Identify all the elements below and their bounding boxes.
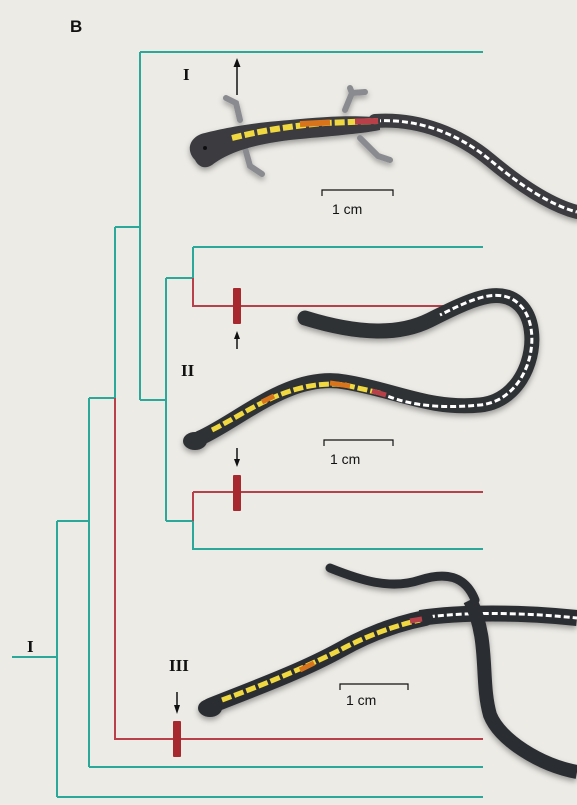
tail-stripe — [375, 121, 577, 212]
panel-label: B — [70, 17, 82, 36]
clade-label-lower: III — [169, 656, 189, 675]
clade-label-middle: II — [181, 361, 195, 380]
tree-branch — [115, 227, 140, 398]
scale-bar-label: 1 cm — [332, 201, 362, 217]
down-arrow-icon — [234, 448, 240, 467]
tree-branch — [166, 278, 193, 521]
scale-bar — [340, 684, 408, 690]
salamander-illustration — [190, 88, 577, 212]
trunk-stripe-accent — [410, 619, 422, 621]
salamander-illustration — [198, 568, 577, 772]
salamander-head — [183, 432, 207, 450]
salamander-leg — [226, 98, 240, 120]
clade-label-root: I — [27, 637, 34, 656]
salamander-body-loop — [200, 296, 532, 438]
salamander-eye — [203, 146, 207, 150]
scale-bar-label: 1 cm — [330, 451, 360, 467]
trunk-stripe-accent — [330, 383, 350, 386]
down-arrow-icon — [174, 692, 180, 714]
scale-bar-label: 1 cm — [346, 692, 376, 708]
transition-marker — [173, 721, 181, 757]
transition-marker — [233, 475, 241, 511]
transition-marker — [233, 288, 241, 324]
tree-branch — [140, 52, 483, 400]
salamander-tail-loop — [330, 568, 475, 600]
salamander-head — [198, 699, 222, 717]
scale-bar — [324, 440, 393, 446]
up-arrow-icon — [234, 331, 240, 349]
tree-branch — [193, 247, 483, 278]
derived-lineage-III — [115, 398, 483, 739]
salamander-leg — [360, 138, 390, 160]
salamander-leg — [245, 148, 262, 174]
salamander-leg — [345, 88, 365, 110]
salamander-tail-loop — [470, 600, 577, 772]
up-arrow-icon — [234, 58, 241, 95]
clade-label-upper: I — [183, 65, 190, 84]
transition-markers — [173, 288, 241, 757]
tree-branch — [193, 521, 483, 549]
trunk-stripe-accent — [355, 121, 378, 122]
root-branch — [12, 521, 483, 797]
trunk-stripe-accent — [300, 123, 330, 125]
scale-bar — [322, 190, 393, 196]
